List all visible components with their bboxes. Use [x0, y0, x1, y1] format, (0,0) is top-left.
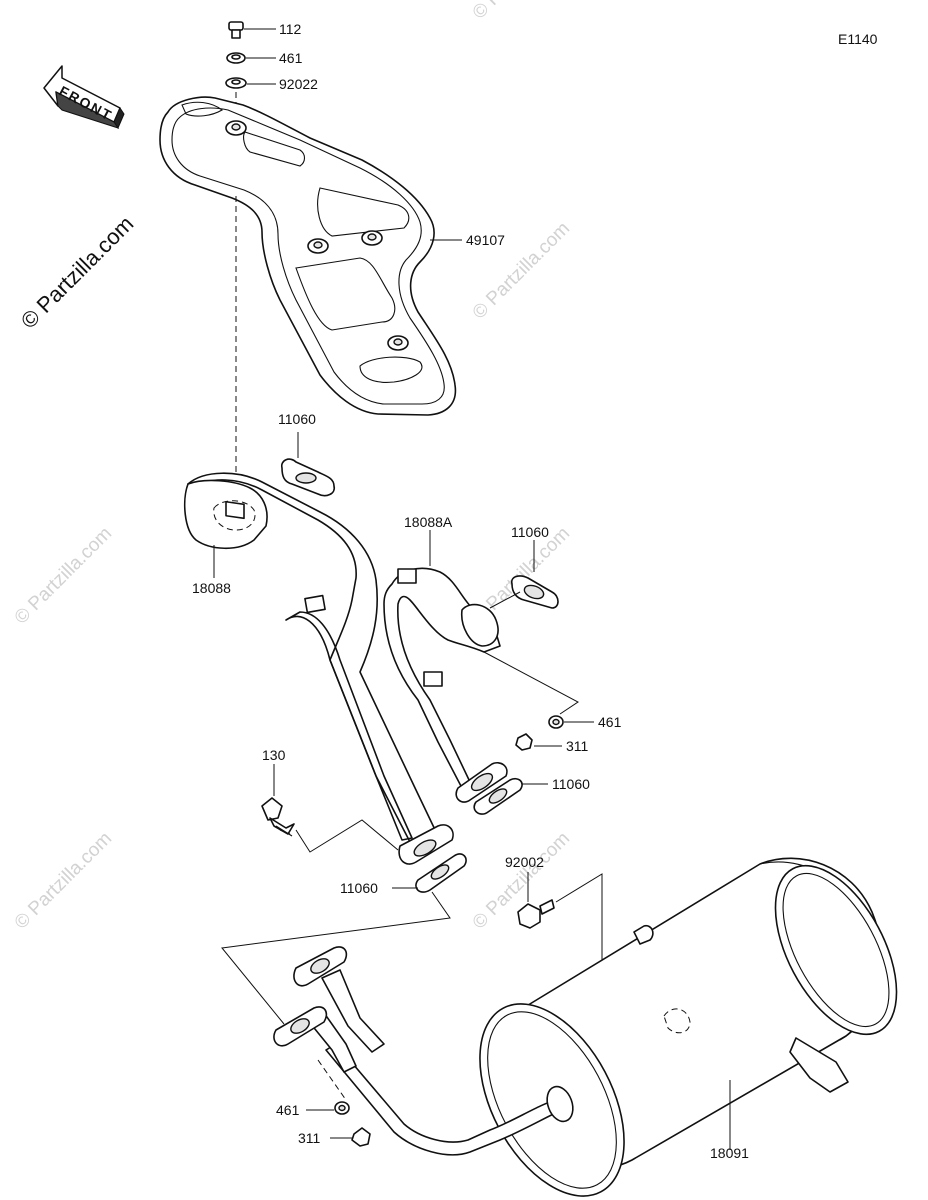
gasket-11060-a-part [280, 458, 336, 497]
exhaust-pipe-18088a-part [383, 567, 508, 803]
washer-461-bottom-part [334, 1101, 350, 1115]
bolt-112-part [228, 21, 244, 39]
callout-labels: 112 461 92022 49107 11060 18088 18088A 1… [192, 21, 749, 1161]
gasket-11060-b-part [510, 575, 559, 609]
callout-bolt-112: 112 [279, 21, 302, 37]
callout-gasket-11060-b: 11060 [511, 524, 549, 540]
callout-gasket-11060-c: 11060 [552, 776, 590, 792]
heat-guard-49107-part [159, 96, 457, 416]
watermark-main: © Partzilla.com [16, 211, 139, 334]
washer-92022-part [225, 77, 247, 89]
callout-gasket-11060-d: 11060 [340, 880, 378, 896]
callout-exhaust-pipe-18088: 18088 [192, 580, 231, 596]
bolt-130-part [261, 797, 295, 837]
callout-washer-461-top: 461 [279, 50, 303, 66]
bolt-92002-part [517, 899, 555, 929]
watermark: © Partzilla.com [469, 0, 574, 24]
callout-bolt-130: 130 [262, 747, 286, 763]
callout-bolt-92002: 92002 [505, 854, 544, 870]
callout-heat-guard-49107: 49107 [466, 232, 505, 248]
diagram-code: E1140 [838, 31, 878, 47]
callout-washer-461-bottom: 461 [276, 1102, 300, 1118]
nut-311-bottom-part [351, 1127, 371, 1147]
watermark: © Partzilla.com [11, 523, 116, 628]
watermark: © Partzilla.com [11, 828, 116, 933]
exhaust-pipe-18088-part [183, 472, 454, 865]
top-hardware [225, 21, 276, 122]
callout-exhaust-pipe-18088a: 18088A [404, 514, 453, 530]
callout-washer-92022: 92022 [279, 76, 318, 92]
callout-nut-311-bottom: 311 [298, 1130, 321, 1146]
gasket-11060-c-part [473, 777, 523, 815]
callout-muffler-18091: 18091 [710, 1145, 749, 1161]
front-arrow-icon: FRONT [43, 65, 125, 130]
callout-washer-461-mid: 461 [598, 714, 622, 730]
washer-461-mid-part [548, 715, 564, 729]
gasket-11060-d-part [415, 853, 467, 893]
callout-gasket-11060-a: 11060 [278, 411, 316, 427]
callout-nut-311-mid: 311 [566, 738, 589, 754]
muffler-18091-part [273, 857, 898, 1197]
washer-461-top-part [226, 52, 246, 64]
nut-311-mid-part [515, 733, 533, 751]
